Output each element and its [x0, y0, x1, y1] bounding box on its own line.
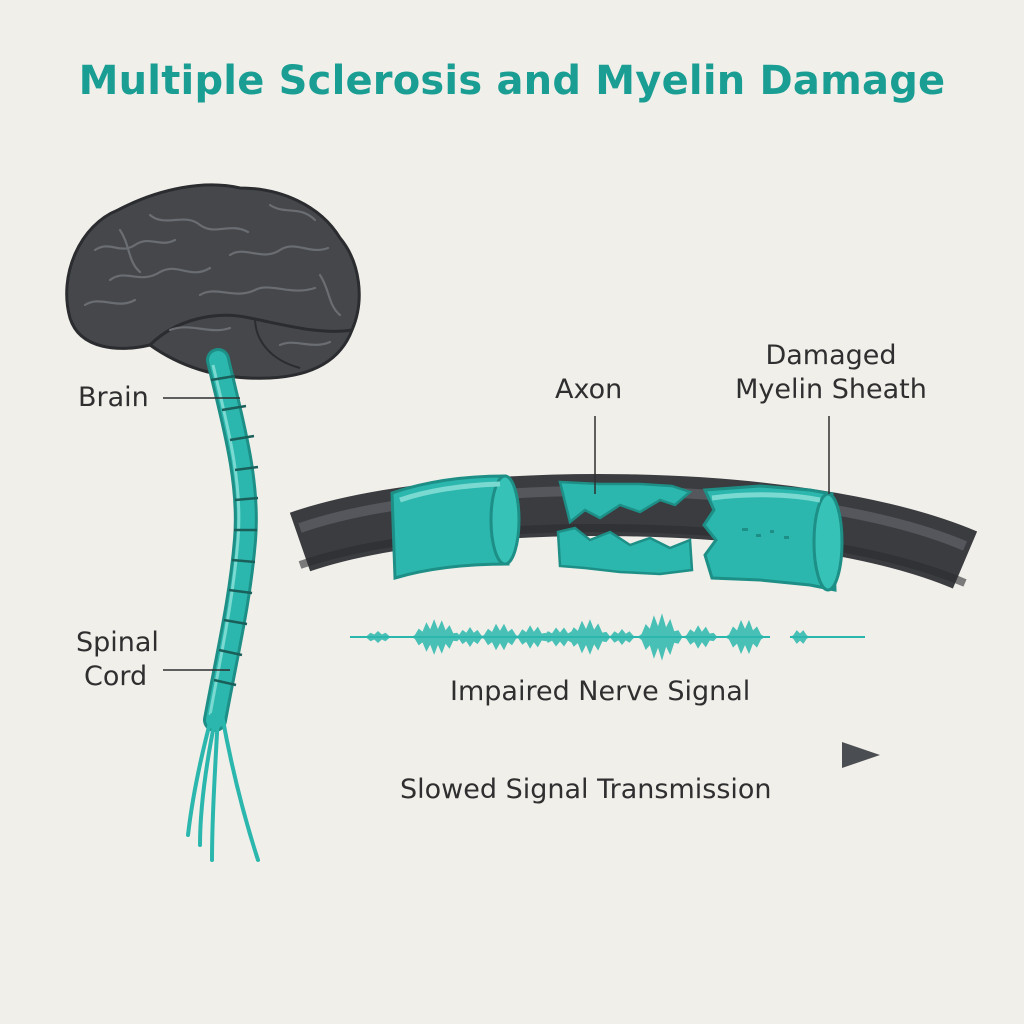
slowed-transmission-label: Slowed Signal Transmission: [400, 774, 772, 805]
spinal-cord-illustration: [186, 348, 260, 862]
damaged-myelin-label-line1: Damaged: [765, 340, 897, 371]
myelin-segment-damaged: [558, 480, 693, 525]
impaired-signal-label: Impaired Nerve Signal: [450, 676, 751, 707]
damaged-myelin-label-line2: Myelin Sheath: [735, 373, 927, 405]
damaged-myelin-label: Damaged Myelin Sheath: [728, 339, 934, 407]
brain-illustration: [65, 183, 361, 380]
spinal-cord-label-line1: Spinal: [76, 627, 159, 658]
page-title: Multiple Sclerosis and Myelin Damage: [78, 58, 946, 104]
impaired-signal-waveform: [350, 613, 865, 661]
axon-label: Axon: [555, 374, 623, 405]
nerve-fiber-illustration: [289, 474, 978, 592]
slowed-transmission-arrow: [322, 742, 880, 768]
spinal-cord-label-line2: Cord: [84, 660, 148, 692]
spinal-cord-label: Spinal Cord: [76, 626, 159, 694]
brain-label: Brain: [78, 382, 149, 413]
